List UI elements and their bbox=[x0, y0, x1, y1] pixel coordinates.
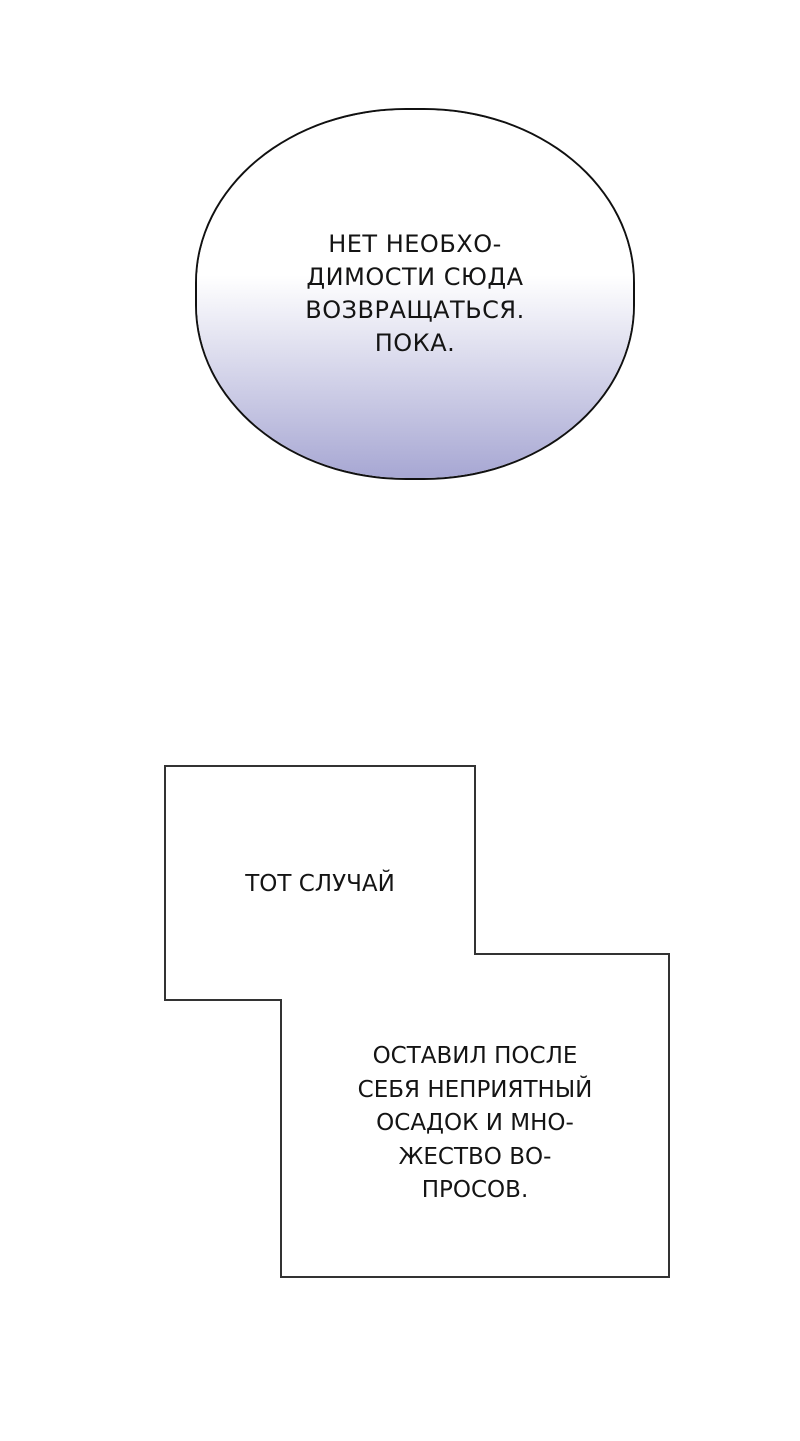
bubble-text: НЕТ НЕОБХО- ДИМОСТИ СЮДА ВОЗВРАЩАТЬСЯ. П… bbox=[197, 228, 633, 360]
bubble-line: ДИМОСТИ СЮДА bbox=[306, 263, 524, 291]
bubble-line: НЕТ НЕОБХО- bbox=[328, 230, 502, 258]
bubble-gradient-fill bbox=[197, 110, 633, 478]
caption-line: ОСАДОК И МНО- bbox=[376, 1110, 574, 1136]
speech-bubble: НЕТ НЕОБХО- ДИМОСТИ СЮДА ВОЗВРАЩАТЬСЯ. П… bbox=[195, 108, 635, 480]
bubble-line: ВОЗВРАЩАТЬСЯ. bbox=[305, 296, 525, 324]
caption-line: ПРОСОВ. bbox=[421, 1177, 529, 1203]
bubble-line: ПОКА. bbox=[374, 329, 456, 357]
caption-line: СЕБЯ НЕПРИЯТНЫЙ bbox=[357, 1076, 593, 1103]
caption-first-text: ТОТ СЛУЧАЙ bbox=[245, 871, 395, 897]
caption-line: ОСТАВИЛ ПОСЛЕ bbox=[372, 1043, 578, 1069]
caption-second-text: ОСТАВИЛ ПОСЛЕ СЕБЯ НЕПРИЯТНЫЙ ОСАДОК И М… bbox=[330, 1040, 620, 1208]
caption-line: ЖЕСТВО ВО- bbox=[398, 1143, 552, 1170]
